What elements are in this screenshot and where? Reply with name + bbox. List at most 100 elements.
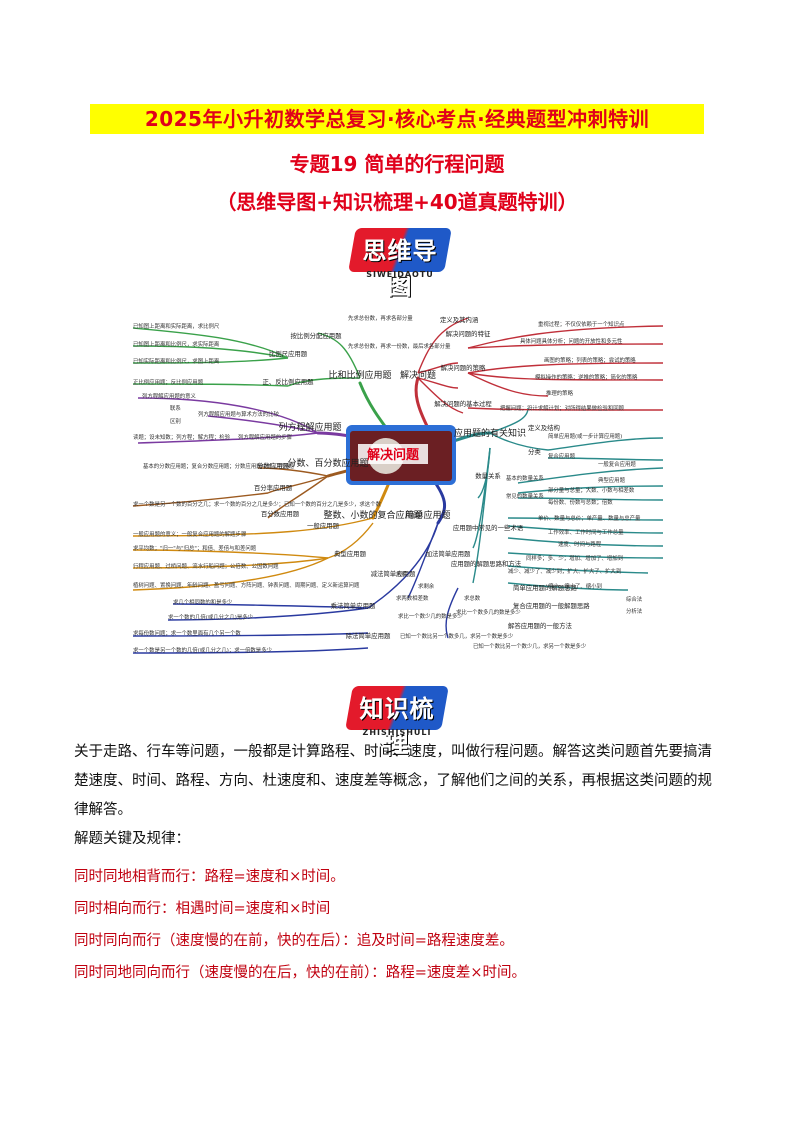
node-features: 解决问题的特征 [446, 329, 491, 338]
leaf-25: 求每份数问题；求一个数里面有几个另一个数 [133, 629, 241, 637]
mindmap-badge-pinyin: SIWEIDAOTU [366, 270, 434, 279]
leaf-10: 正比例应用题；反比例应用题 [133, 378, 204, 386]
node-ratio-problems: 比和比例应用题 [328, 369, 391, 381]
leaf-44: 求剩余 [418, 582, 435, 590]
node-quantity-relation: 数量关系 [475, 471, 501, 480]
leaf-14: 列方程解应用题与算术方法的比较 [198, 410, 279, 418]
knowledge-badge: 知识梳理 ZHISHISHULI [345, 686, 449, 758]
leaf-1: 重视过程；不仅仅依赖于一个知识点 [538, 320, 625, 328]
rules-heading: 解题关键及规律： [74, 831, 190, 847]
leaf-8: 已知图上距离和比例尺，求实际距离 [133, 340, 220, 348]
topic-subtitle: 专题19 简单的行程问题 [289, 152, 505, 176]
leaf-43: 求和 [396, 570, 407, 578]
leaf-41: 综合法 [626, 595, 643, 603]
leaf-49: 已知一个数比另一个数多几，求另一个数是多少 [400, 632, 514, 640]
leaf-23: 求几个相同数的和是多少 [173, 598, 233, 606]
leaf-24: 求一个数的几倍(或几分之几)是多少 [168, 613, 254, 621]
node-simple-problems: 简单应用题 [405, 509, 450, 521]
node-knowledge: 应用题的有关知识 [454, 427, 526, 439]
leaf-34: 每份数、份数与总数；倍数 [548, 498, 613, 506]
leaf-7: 已知图上距离和实际距离，求比例尺 [133, 322, 220, 330]
leaf-9: 已知实际距离和比例尺，求图上距离 [133, 357, 220, 365]
leaf-40: 缩小、缩小了、缩小到 [548, 582, 602, 590]
rule-item: 同时相向而行：相遇时间=速度和×时间 [74, 901, 331, 917]
rule-item: 同时同向而行（速度慢的在前，快的在后）：追及时间=路程速度差。 [74, 933, 514, 949]
node-fraction-percent: 分数、百分数应用题 [287, 457, 368, 469]
leaf-30: 典型应用题 [598, 476, 626, 484]
mindmap-badge: 思维导图 SIWEIDAOTU [348, 228, 452, 300]
leaf-50: 已知一个数比另一个数少几，求另一个数是多少 [473, 642, 587, 650]
node-fraction: 分数应用题 [257, 461, 290, 470]
leaf-35: 单价、数量与总价；单产量、数量与总产量 [538, 514, 641, 522]
intro-paragraph: 关于走路、行车等问题，一般都是计算路程、时间、速度，叫做行程问题。解答这类问题首… [74, 744, 712, 818]
leaf-36: 工作效率、工作时间与工作总量 [548, 528, 624, 536]
center-node-label: 解决问题 [366, 447, 420, 463]
knowledge-badge-label: 知识梳理 [359, 695, 435, 758]
node-percent-rate: 百分率应用题 [254, 483, 293, 492]
leaf-21: 行程应用题、过桥问题、流水行船问题；公倍数、公因数问题 [133, 562, 279, 570]
leaf-26: 求一个数是另一个数的几倍(或几分之几)；求一倍数是多少 [133, 646, 273, 654]
node-multiplication: 乘法简单应用题 [331, 601, 376, 610]
rule-item: 同时同地同向而行（速度慢的在后，快的在前）：路程=速度差×时间。 [74, 965, 527, 981]
node-category: 分类 [528, 447, 541, 456]
leaf-42: 分析法 [626, 607, 643, 615]
leaf-16: 列方程解应用题的步骤 [238, 433, 293, 441]
node-definition: 定义及其内涵 [440, 315, 478, 324]
leaf-32: 常见的数量关系 [506, 492, 544, 500]
leaf-22: 植树问题、置换问题、年龄问题、盈亏问题、方阵问题、钟表问题、周期问题、定义新运算… [133, 581, 360, 589]
leaf-46: 求总数 [464, 594, 481, 602]
leaf-51: 先求总份数，再求各部分量 [348, 314, 413, 322]
node-process: 解决问题的基本过程 [434, 399, 492, 408]
leaf-11: 列方程解应用题的意义 [142, 392, 197, 400]
leaf-19: 一般应用题的意义；一般复合应用题的解题步骤 [133, 530, 247, 538]
leaf-39: 减少、减少了、减少到；扩大、扩大了、扩大到 [508, 567, 621, 575]
leaf-12: 联系 [170, 404, 181, 412]
node-proportion-allocation: 按比例分配应用题 [290, 331, 342, 340]
leaf-6: 把握问题；设计求解计划；对所得结果做检验和回顾 [500, 404, 625, 412]
node-subtraction: 减法简单应用题 [371, 569, 416, 578]
branch-solve [414, 376, 430, 430]
topic-tagline: （思维导图+知识梳理+40道真题特训） [216, 190, 578, 214]
node-approach: 应用题的解题思路和方法 [451, 559, 522, 568]
leaf-38: 同样多；多、少；增加、增加了、增加到 [526, 554, 623, 562]
leaf-2: 具体问题具体分析；问题的开放性和多元性 [520, 337, 623, 345]
node-composite-problems: 整数、小数的复合应用题 [323, 509, 422, 521]
leaf-5: 推理的策略 [546, 389, 574, 397]
node-general: 一般应用题 [307, 521, 340, 530]
mind-map: 解决问题 比和比例应用题 列方程解应用题 分数、百分数应用题 整数、小数的复合应… [132, 314, 664, 654]
leaf-29: 一般复合应用题 [598, 460, 636, 468]
leaf-20: 求平均数；"归一"与"归总"；和倍、差倍与和差问题 [133, 544, 257, 552]
node-scale: 比例尺应用题 [269, 349, 308, 358]
node-composite-approach: 复合应用题的一般解题思路 [513, 601, 590, 610]
node-terms: 应用题中常见的一些术语 [453, 523, 524, 532]
node-general-method: 解答应用题的一般方法 [508, 621, 573, 630]
leaf-27: 简单应用题(或一步计算应用题) [548, 432, 622, 440]
node-division: 除法简单应用题 [346, 631, 391, 640]
leaf-4: 模拟操作的策略；逆推的策略；简化的策略 [535, 373, 638, 381]
node-strategy: 解决问题的策略 [441, 363, 486, 372]
node-addition: 加法简单应用题 [426, 549, 471, 558]
node-percent: 百分数应用题 [261, 509, 300, 518]
leaf-31: 基本的数量关系 [506, 474, 544, 482]
leaf-45: 求两数相差数 [396, 594, 429, 602]
rule-item: 同时同地相背而行：路程=速度和×时间。 [74, 869, 345, 885]
leaf-18: 求一个数是另一个数的百分之几；求一个数的百分之几是多少；已知一个数的百分之几是多… [133, 500, 382, 508]
leaf-37: 速度、时间与路程 [558, 540, 602, 548]
leaf-47: 求比一个数多几的数是多少 [456, 608, 521, 616]
knowledge-badge-pinyin: ZHISHISHULI [362, 728, 432, 737]
leaf-48: 求比一个数少几的数是多少 [398, 612, 463, 620]
leaf-15: 读题；设未知数；列方程；解方程；检验 [133, 433, 231, 441]
leaf-33: 部分量与总量；大数、小数与相差数 [548, 486, 635, 494]
mindmap-badge-label: 思维导图 [362, 237, 438, 300]
node-equation-problems: 列方程解应用题 [278, 421, 341, 433]
leaf-13: 区别 [170, 417, 181, 425]
node-solve: 解决问题 [400, 369, 436, 381]
leaf-3: 画图的策略；列表的策略；尝试的策略 [544, 356, 636, 364]
node-direct-inverse: 正、反比例应用题 [262, 377, 314, 386]
node-definition-structure: 定义及结构 [528, 423, 560, 432]
node-simple-approach: 简单应用题的解题思路 [513, 583, 578, 592]
node-typical: 典型应用题 [334, 549, 367, 558]
leaf-17: 基本的分数应用题；复合分数应用题；分数应用题中的工程问题 [143, 462, 295, 470]
leaf-28: 复合应用题 [548, 452, 576, 460]
page-title: 2025年小升初数学总复习·核心考点·经典题型冲刺特训 [90, 104, 704, 134]
